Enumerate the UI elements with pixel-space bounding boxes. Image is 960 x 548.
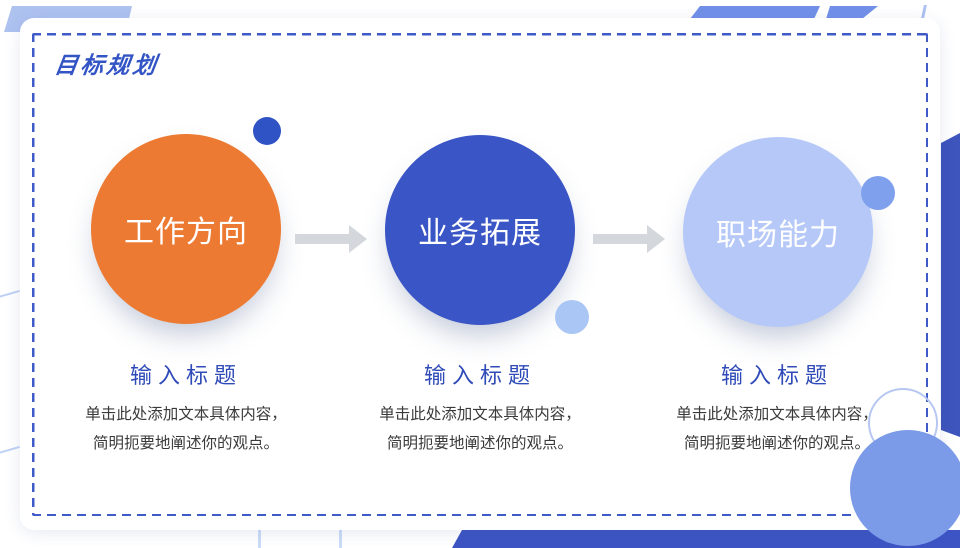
step-body-3-line1: 单击此处添加文本具体内容， (676, 406, 878, 423)
step-body-3[interactable]: 单击此处添加文本具体内容， 简明扼要地阐述你的观点。 (617, 400, 937, 458)
arrow-head (349, 225, 367, 253)
step-body-1[interactable]: 单击此处添加文本具体内容， 简明扼要地阐述你的观点。 (26, 400, 346, 458)
accent-dot-3 (861, 176, 895, 210)
step-body-3-line2: 简明扼要地阐述你的观点。 (683, 435, 870, 452)
step-circle-3-label: 职场能力 (716, 219, 840, 252)
page-title[interactable]: 目标规划 (52, 52, 161, 78)
top-blue-shape-left (690, 6, 820, 19)
step-body-2-line1: 单击此处添加文本具体内容， (379, 406, 581, 423)
left-arc-fragment-bottom (0, 446, 20, 454)
step-body-2-line2: 简明扼要地阐述你的观点。 (386, 435, 573, 452)
top-blue-shape-right (826, 6, 878, 19)
right-arrow-icon (295, 225, 367, 253)
bottom-right-blue-circle (850, 430, 960, 546)
arrow-head (647, 225, 665, 253)
step-circle-1[interactable]: 工作方向 (91, 134, 281, 324)
accent-dot-1 (253, 117, 281, 145)
right-edge-band (941, 133, 960, 437)
arrow-shaft (593, 234, 647, 244)
step-body-1-line2: 简明扼要地阐述你的观点。 (92, 435, 279, 452)
step-subtitle-3[interactable]: 输入标题 (720, 363, 833, 388)
step-body-2[interactable]: 单击此处添加文本具体内容， 简明扼要地阐述你的观点。 (320, 400, 640, 458)
step-body-1-line1: 单击此处添加文本具体内容， (85, 406, 287, 423)
right-arrow-icon (593, 225, 665, 253)
arrow-shaft (295, 234, 349, 244)
step-circle-3[interactable]: 职场能力 (683, 137, 873, 327)
accent-dot-2 (555, 300, 589, 334)
step-circle-1-label: 工作方向 (124, 216, 248, 249)
step-subtitle-1[interactable]: 输入标题 (129, 363, 242, 388)
step-circle-2-label: 业务拓展 (418, 217, 542, 250)
step-circle-2[interactable]: 业务拓展 (385, 135, 575, 325)
step-subtitle-2[interactable]: 输入标题 (423, 363, 536, 388)
bottom-thin-line-right (339, 530, 342, 548)
bottom-edge-band (452, 530, 960, 548)
left-arc-fragment-top (0, 290, 20, 298)
slide-card: 目标规划 工作方向 业务拓展 职场能力 输入标题 输入标题 输入标题 (20, 18, 940, 530)
bottom-thin-line-left (258, 530, 261, 548)
